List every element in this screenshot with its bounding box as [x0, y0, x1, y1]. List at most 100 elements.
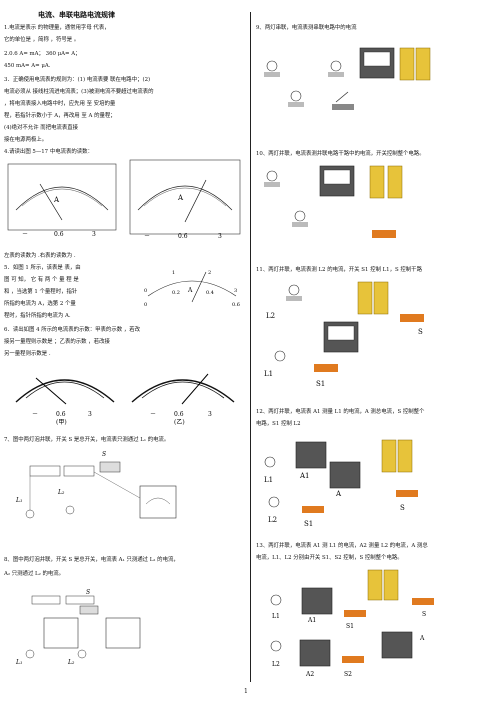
svg-text:S: S	[400, 504, 405, 512]
q6-line1: 6．读出如图 4 所示的电流表的示数：甲表的示数 ，若改	[4, 327, 140, 333]
svg-text:L1: L1	[264, 476, 273, 484]
svg-text:L2: L2	[268, 516, 277, 524]
svg-text:S1: S1	[346, 623, 354, 630]
svg-text:L₂: L₂	[67, 659, 75, 666]
q3-line2: 电流必须从 接线柱流进电流表；(3)被测电流不要超过电流表的	[4, 89, 154, 95]
right-dial-unit: A	[177, 194, 184, 202]
svg-text:0.2: 0.2	[172, 290, 180, 296]
q13-circuit-figure: L1 A1 S1 S L2 A2 S2 A	[270, 569, 434, 678]
q2-line2: 450 mA= A= μA.	[4, 63, 51, 69]
q3-line4: 程，若指针示数小于 A，再改用 至 A 的量程；	[4, 113, 116, 119]
q7-prompt: 7、图中两灯泡并联，开关 S 是总开关，电流表只测通过 L₁ 的电流。	[4, 437, 170, 443]
q12-circuit-figure: L1 A1 A S L2 S1	[264, 439, 418, 528]
q9-circuit-figure	[264, 47, 431, 110]
q6-line2: 接另一量程则示数是 ；乙表的示数 ，若改接	[4, 339, 110, 345]
svg-text:－: －	[32, 411, 38, 418]
q5-line4: 所指的电流为 A，选第 2 个量	[4, 301, 76, 307]
svg-text:3: 3	[208, 411, 212, 418]
q4-answer-line: 左表的读数为 .右表的读数为 .	[4, 253, 76, 259]
svg-text:3: 3	[88, 411, 92, 418]
svg-text:L₂: L₂	[57, 489, 65, 496]
q11-prompt: 11、两灯并联，电流表测 L2 的电流，开关 S1 控制 L1，S 控制干路	[256, 267, 422, 273]
svg-text:－: －	[150, 411, 156, 418]
q4-prompt: 4.请读出图 5—17 中电流表的读数：	[4, 149, 93, 155]
q5-line5: 程时，指针所指的电流为 A.	[4, 313, 71, 319]
q11-circuit-figure: L2 S L1 S1	[264, 281, 424, 388]
svg-text:S: S	[418, 328, 423, 336]
svg-text:A2: A2	[305, 671, 314, 678]
svg-text:L1: L1	[272, 613, 280, 620]
svg-text:L2: L2	[272, 661, 280, 668]
svg-text:0.6: 0.6	[174, 411, 184, 418]
q3-line6: 接在电源两极上。	[4, 137, 48, 143]
svg-text:3: 3	[218, 233, 222, 240]
q5-line2: 图 可 知， 它 有 两 个 量 程 是	[4, 277, 79, 283]
svg-text:3: 3	[234, 288, 237, 294]
q13-line1: 13、两灯并联，电流表 A1 测 L1 的电流，A2 测量 L2 的电流，A 测…	[256, 543, 428, 549]
svg-text:－: －	[22, 231, 28, 238]
svg-text:0.4: 0.4	[206, 290, 214, 296]
left-dial: A － 0.6 3	[7, 163, 117, 238]
right-dial: A － 0.6 3	[129, 159, 241, 240]
svg-text:L2: L2	[266, 312, 275, 320]
svg-text:S: S	[86, 589, 90, 596]
q12-line2: 电路，S1 控制 L2	[256, 421, 301, 427]
q10-prompt: 10、两灯并联，电流表测并联电路干路中的电流，开关控制整个电路。	[256, 151, 425, 157]
q3-line5: (4)绝对不允许 而把电流表直接	[4, 125, 79, 131]
figure4-meters: － 0.6 3 (甲) － 0.6 3 (乙)	[15, 373, 235, 426]
q8-circuit-figure: S L₁ L₂	[15, 589, 141, 666]
q5-line3: 和 ，当选第 1 个量程时，指针	[4, 289, 78, 295]
svg-text:S: S	[102, 451, 106, 458]
column-divider	[250, 12, 251, 682]
meter-jia: － 0.6 3 (甲)	[15, 377, 115, 426]
right-needle	[184, 179, 207, 223]
q13-line2: 电流，L1、L2 分别由开关 S1、S2 控制，S 控制整个电路。	[256, 555, 403, 561]
svg-text:0.6: 0.6	[56, 411, 66, 418]
svg-text:0: 0	[144, 288, 147, 294]
q5-line1: 5．如图 1 所示，该表是 表，由	[4, 265, 81, 271]
q12-line1: 12、两灯并联，电流表 A1 测量 L1 的电流，A 测总电流，S 控制整个	[256, 409, 425, 415]
meter-yi: － 0.6 3 (乙)	[131, 373, 235, 426]
page-number: 1	[244, 688, 248, 695]
svg-text:S1: S1	[316, 380, 325, 388]
svg-text:0: 0	[144, 302, 147, 308]
q2-line1: 2.0.6 A= mA； 360 μA= A；	[4, 51, 81, 57]
svg-text:1: 1	[172, 270, 175, 276]
svg-text:3: 3	[92, 231, 96, 238]
svg-text:S1: S1	[304, 520, 313, 528]
svg-text:0.6: 0.6	[54, 231, 64, 238]
q8-line2: A₂ 只测通过 L₂ 的电流。	[4, 571, 65, 577]
q7-circuit-figure: S L₁ L₂	[15, 451, 177, 519]
q6-line3: 另一量程则示数是 .	[4, 351, 51, 357]
svg-text:A: A	[187, 287, 193, 294]
svg-text:A1: A1	[307, 617, 316, 624]
svg-text:S: S	[422, 611, 426, 618]
svg-text:0.6: 0.6	[232, 302, 240, 308]
svg-text:L₁: L₁	[15, 659, 22, 666]
svg-text:S2: S2	[344, 671, 352, 678]
figure1-scale: 0 1 2 3 0 0.2 0.4 0.6 A	[144, 270, 240, 308]
svg-text:A: A	[419, 635, 425, 642]
q9-prompt: 9、两灯串联，电流表测串联电路中的电流	[256, 25, 357, 31]
svg-text:(甲): (甲)	[56, 419, 67, 426]
svg-text:L₁: L₁	[15, 497, 22, 504]
svg-text:(乙): (乙)	[174, 419, 185, 426]
q1-line2: 它的单位是 ，简称 ，符号是 。	[4, 37, 80, 43]
ammeter-dials-figure: A － 0.6 3 A － 0.6 3	[7, 159, 241, 240]
svg-text:－: －	[144, 233, 150, 240]
q1-line1: 1.电流是表示 的物理量，通常用字母 代表，	[4, 25, 110, 31]
svg-text:L1: L1	[264, 370, 273, 378]
svg-text:A: A	[335, 490, 342, 498]
page-title: 电流、串联电路电流规律	[38, 10, 115, 19]
left-dial-unit: A	[53, 196, 60, 204]
q3-line1: 3．正确使用电流表的规则为：(1) 电流表要 联在电路中；(2)	[4, 77, 151, 83]
svg-text:0.6: 0.6	[178, 233, 188, 240]
q8-line1: 8、图中两灯泡并联，开关 S 是总开关，电流表 A₁ 只测通过 L₂ 的电流，	[4, 557, 179, 563]
svg-text:A1: A1	[299, 472, 310, 480]
figure1-needle	[191, 271, 207, 303]
left-needle	[39, 183, 63, 221]
svg-text:2: 2	[208, 270, 211, 276]
q3-line3: ，将电流表接入电路中时，应先用 至 安培的量	[4, 101, 116, 107]
q10-circuit-figure	[264, 165, 403, 238]
